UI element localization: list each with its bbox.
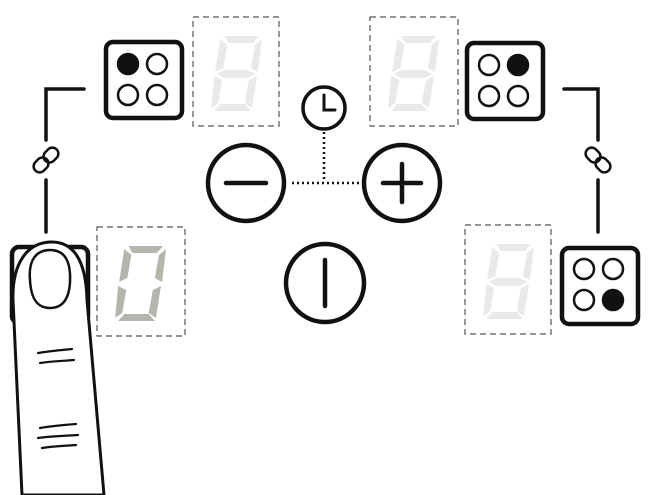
digit-display-rear-left <box>192 16 280 127</box>
minus-button[interactable] <box>205 142 287 224</box>
burner-zone-icon-front-right[interactable] <box>559 245 641 327</box>
power-button[interactable] <box>283 241 367 325</box>
digit-display-front-left <box>96 226 186 337</box>
timer-clock-icon[interactable] <box>301 85 347 131</box>
digit-display-front-right <box>464 224 552 335</box>
link-icon-left[interactable] <box>31 145 61 175</box>
link-line-left-top <box>44 87 86 142</box>
burner-zone-icon-rear-left[interactable] <box>103 39 185 121</box>
plus-icon <box>380 161 424 205</box>
plus-button[interactable] <box>361 142 443 224</box>
link-line-right-top <box>562 87 600 142</box>
link-icon-right[interactable] <box>583 145 613 175</box>
burner-zone-icon-rear-right[interactable] <box>464 40 546 122</box>
digit-display-rear-right <box>369 16 459 127</box>
finger-icon <box>11 240 106 495</box>
